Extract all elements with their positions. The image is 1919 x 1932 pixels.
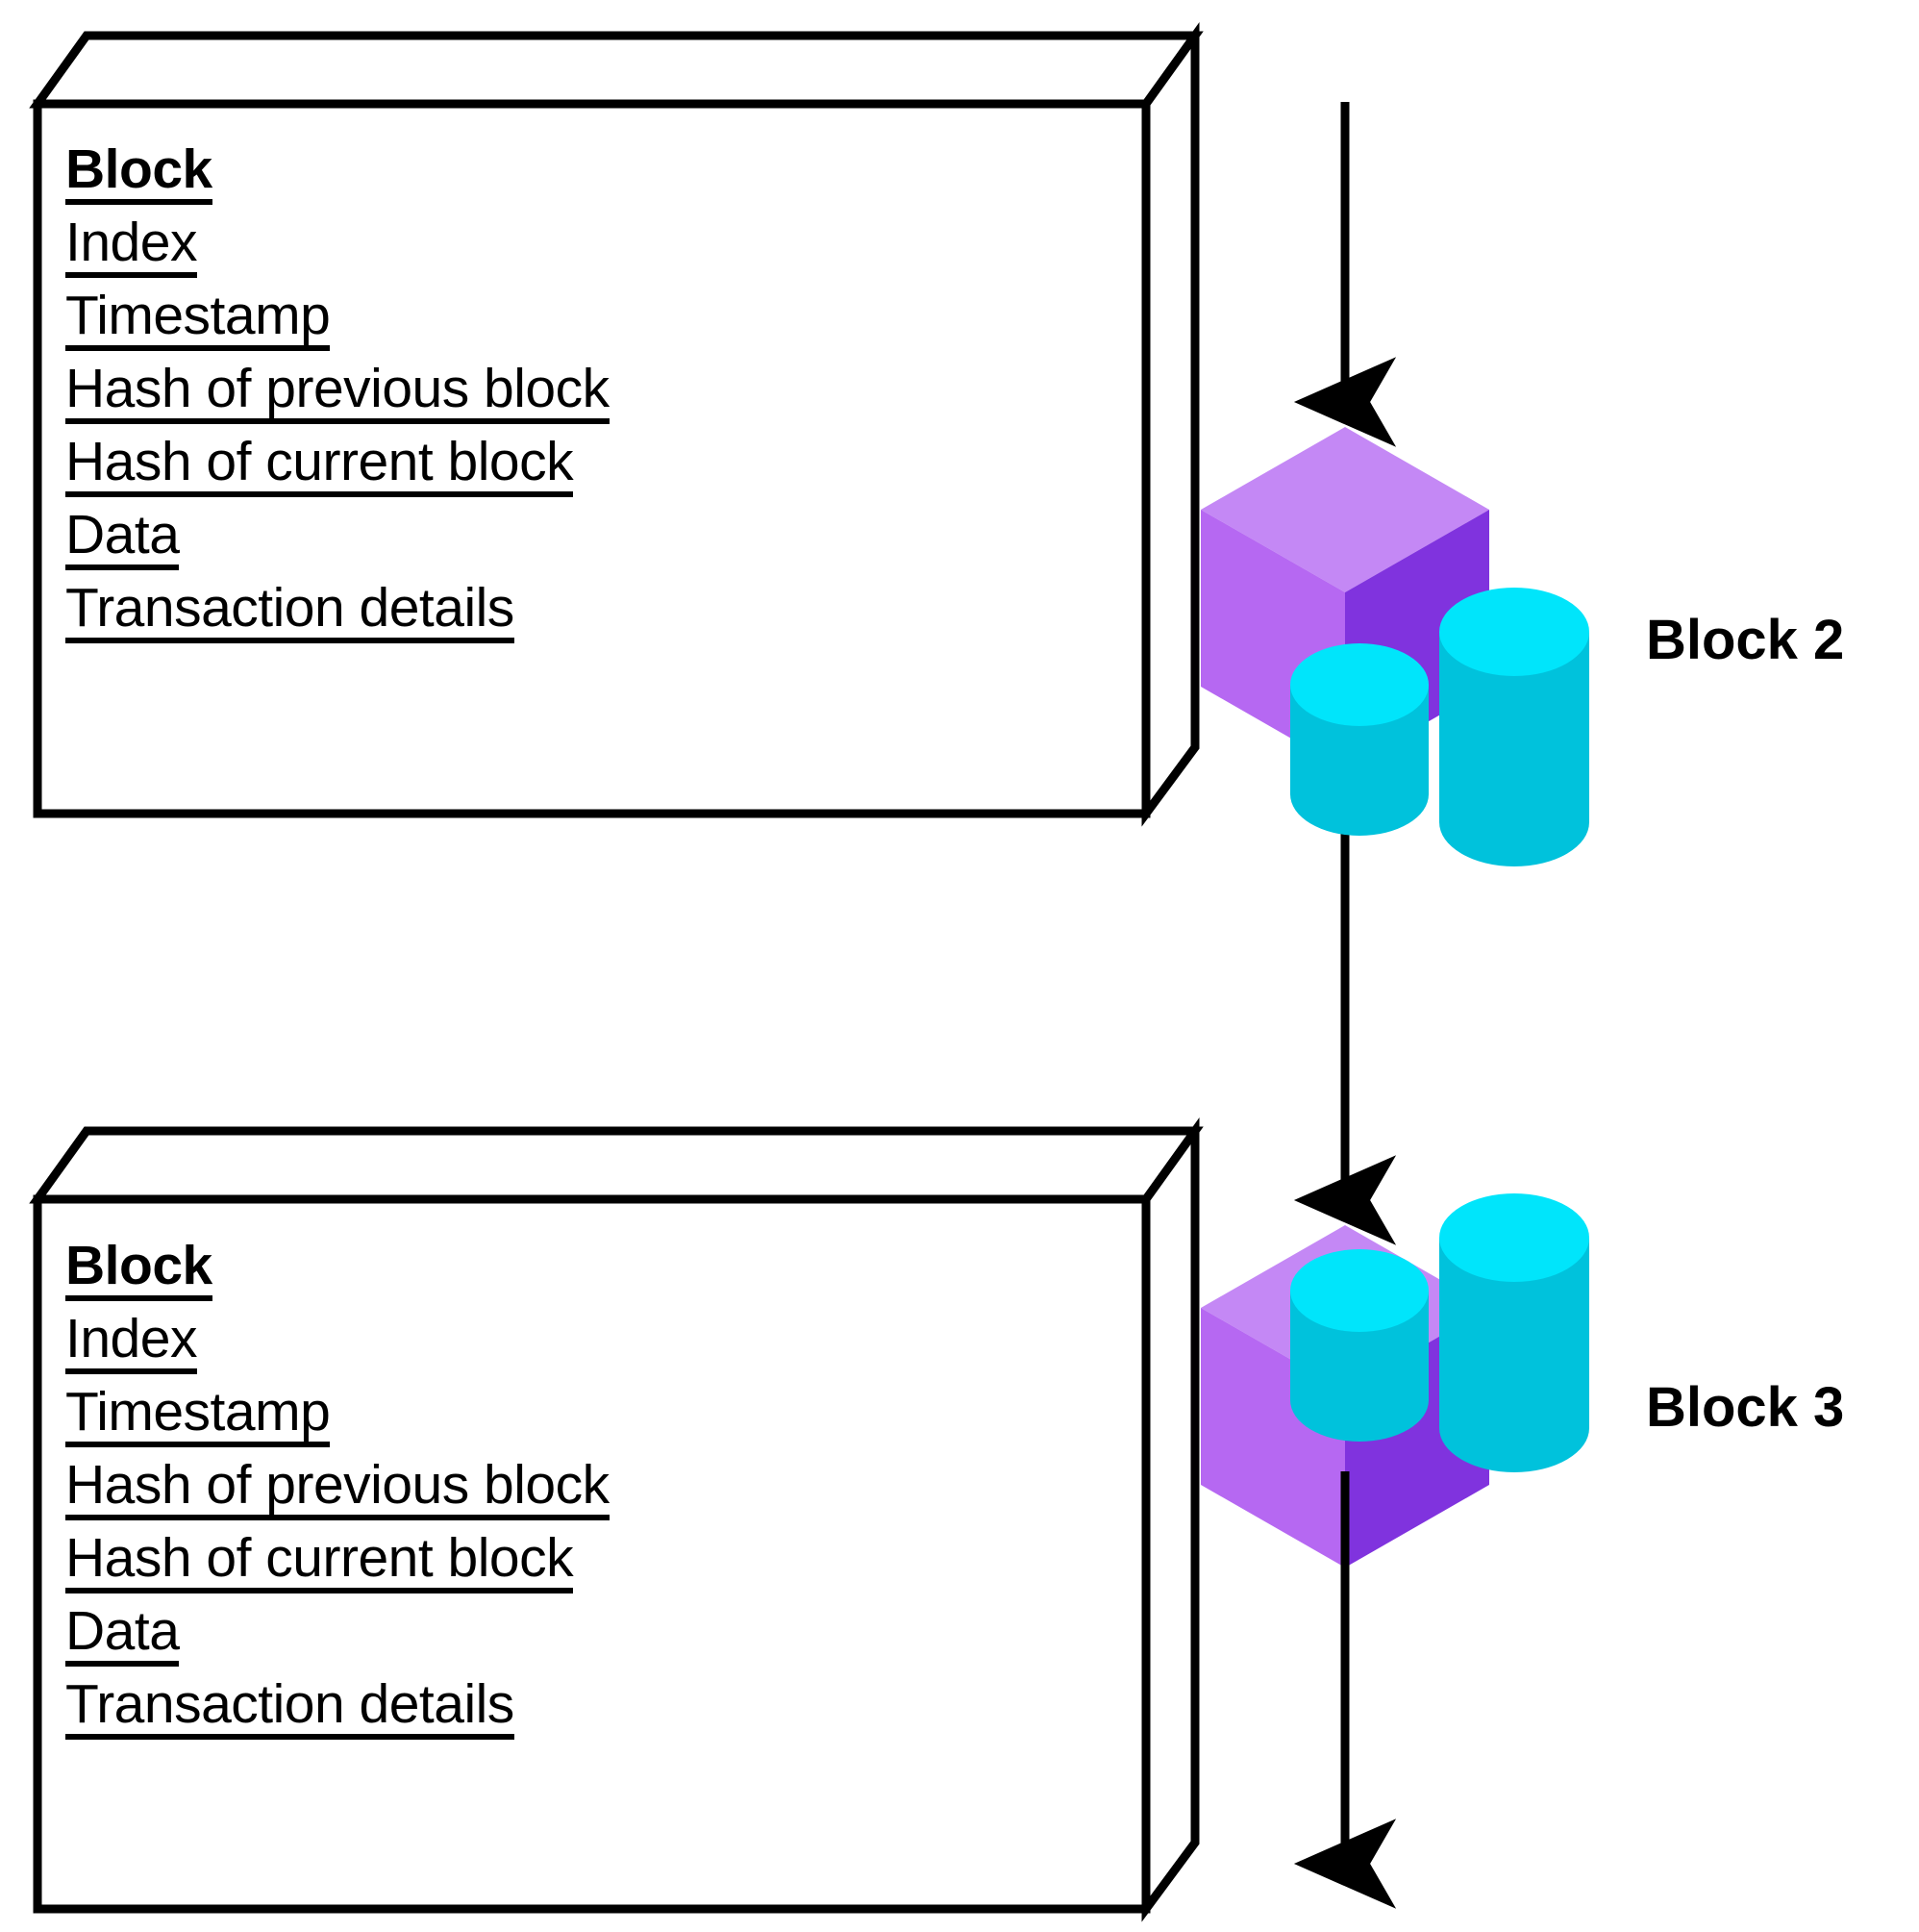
card-field-row: Timestamp	[65, 1377, 610, 1450]
block-2-card-text: Block Index Timestamp Hash of previous b…	[65, 135, 610, 646]
block-3-card-shape	[29, 1117, 1204, 1922]
card-field-hash-previous: Hash of previous block	[65, 359, 610, 424]
card-field-row: Transaction details	[65, 1669, 610, 1743]
card-field-row: Hash of previous block	[65, 354, 610, 427]
card-field-row: Data	[65, 500, 610, 573]
card-field-transaction-details: Transaction details	[65, 578, 514, 643]
card-field-row: Index	[65, 1304, 610, 1377]
card-field-row: Hash of current block	[65, 427, 610, 500]
coin-front-top	[1290, 643, 1429, 726]
card-field-data: Data	[65, 1601, 180, 1667]
card-top-face	[29, 31, 1204, 109]
card-heading: Block	[65, 1236, 212, 1301]
card-field-row: Data	[65, 1596, 610, 1669]
coin-front-body	[1290, 685, 1429, 836]
card-field-data: Data	[65, 505, 180, 570]
card-right-face	[1141, 1117, 1200, 1922]
card-heading-row: Block	[65, 1231, 610, 1304]
card-field-timestamp: Timestamp	[65, 286, 331, 351]
card-field-row: Transaction details	[65, 573, 610, 646]
card-front-face	[33, 99, 1151, 818]
block-2-label: Block 2	[1646, 609, 1845, 671]
card-field-transaction-details: Transaction details	[65, 1674, 514, 1740]
block-3-card-text: Block Index Timestamp Hash of previous b…	[65, 1231, 610, 1743]
coin-back-upper-top	[1439, 588, 1589, 676]
card-heading-row: Block	[65, 135, 610, 208]
block-3-label: Block 3	[1646, 1376, 1845, 1439]
card-field-hash-current: Hash of current block	[65, 1528, 574, 1593]
block-2-coins-icon	[1290, 588, 1589, 866]
card-front-face	[33, 1194, 1151, 1914]
block-3-coins-icon	[1290, 1193, 1589, 1472]
card-field-row: Hash of current block	[65, 1523, 610, 1596]
card-field-hash-current: Hash of current block	[65, 432, 574, 497]
card-field-hash-previous: Hash of previous block	[65, 1455, 610, 1520]
coin-front-top	[1290, 1249, 1429, 1332]
card-heading: Block	[65, 139, 212, 205]
card-field-index: Index	[65, 213, 197, 278]
card-field-row: Timestamp	[65, 281, 610, 354]
block-2-card-shape	[29, 22, 1204, 827]
coin-back-upper-top	[1439, 1193, 1589, 1282]
card-field-row: Hash of previous block	[65, 1450, 610, 1523]
card-field-row: Index	[65, 208, 610, 281]
card-field-index: Index	[65, 1309, 197, 1374]
card-right-face	[1141, 22, 1200, 827]
card-top-face	[29, 1126, 1204, 1204]
card-field-timestamp: Timestamp	[65, 1382, 331, 1447]
coin-front-body	[1290, 1291, 1429, 1442]
